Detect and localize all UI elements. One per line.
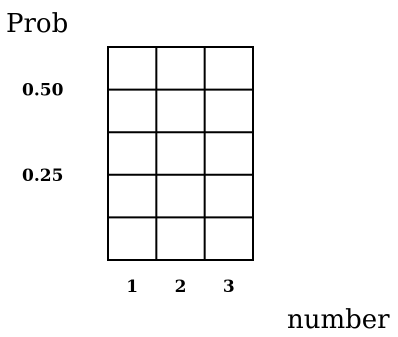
x-tick-label-3: 3 bbox=[223, 277, 235, 297]
y-axis-title: Prob bbox=[6, 9, 68, 39]
y-tick-label-0.25: 0.25 bbox=[22, 166, 63, 186]
x-axis-title: number bbox=[287, 305, 390, 333]
x-tick-label-2: 2 bbox=[175, 277, 187, 297]
grid-layer bbox=[107, 46, 254, 261]
plot-frame bbox=[107, 46, 254, 261]
y-tick-label-0.50: 0.50 bbox=[22, 81, 64, 101]
x-tick-layer: 1 2 3 bbox=[126, 277, 235, 297]
x-tick-label-1: 1 bbox=[126, 277, 138, 297]
y-tick-layer: 0.25 0.50 bbox=[22, 81, 64, 186]
